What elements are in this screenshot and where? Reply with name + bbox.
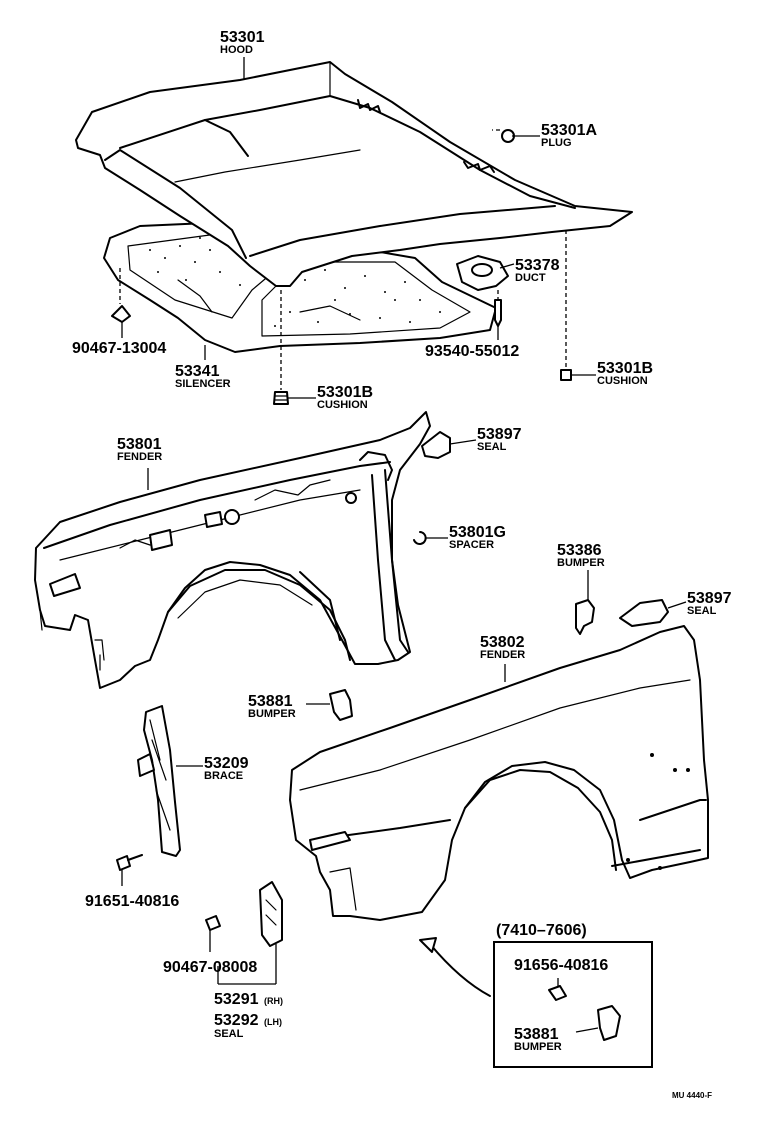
hood-emblem — [357, 99, 495, 173]
label-duct: 53378 DUCT — [515, 257, 560, 284]
plug-number: 53301A — [541, 122, 597, 139]
bumper-53881-name: BUMPER — [248, 708, 296, 720]
silencer-number: 53341 — [175, 363, 220, 380]
fender-rh-name: FENDER — [117, 451, 162, 463]
seal-right-name: SEAL — [687, 605, 717, 617]
inset-bumper-name: BUMPER — [514, 1041, 562, 1053]
cushion-center-name: CUSHION — [317, 399, 368, 411]
leader-lines — [121, 57, 687, 1033]
seal-upper-name: SEAL — [477, 441, 507, 453]
label-bumper-53881: 53881 BUMPER — [248, 693, 296, 720]
label-brace: 53209 BRACE — [204, 755, 249, 782]
cushion-center-drawing — [273, 290, 289, 405]
duct-name: DUCT — [515, 272, 546, 284]
label-cushion-center: 53301B CUSHION — [317, 384, 373, 411]
label-seal-right: 53897 SEAL — [687, 590, 732, 617]
hood-drawing — [75, 61, 633, 287]
cushion-center-number: 53301B — [317, 384, 373, 401]
brace-name: BRACE — [204, 770, 243, 782]
bolt-91651-drawing — [116, 854, 143, 871]
bumper-53881-drawing — [329, 689, 353, 721]
seal-53292-side: (LH) — [264, 1017, 282, 1027]
silencer-drawing — [103, 221, 497, 353]
seal-53291-side: (RH) — [264, 996, 283, 1006]
label-clip-90467-08008: 90467-08008 — [163, 959, 257, 976]
seal-upper-drawing — [421, 431, 451, 459]
bolt-91651-number: 91651-40816 — [85, 893, 179, 910]
clip-90467-13004-drawing — [111, 268, 131, 323]
seal-53291-number: 53291 — [214, 991, 259, 1008]
arrow-to-inset — [419, 937, 491, 997]
label-silencer: 53341 SILENCER — [175, 363, 231, 390]
label-seal-53291: 53291 (RH) — [214, 991, 283, 1008]
plug-name: PLUG — [541, 137, 572, 149]
inset-bolt-number: 91656-40816 — [514, 957, 608, 974]
brace-drawing — [137, 705, 181, 857]
label-cushion-right: 53301B CUSHION — [597, 360, 653, 387]
footer-code: MU 4440-F — [672, 1091, 712, 1100]
inset-bumper-number: 53881 — [514, 1026, 559, 1043]
seal-53292-name: SEAL — [214, 1028, 244, 1040]
label-fender-rh: 53801 FENDER — [117, 436, 162, 463]
hood-name: HOOD — [220, 44, 253, 56]
screw-93540-number: 93540-55012 — [425, 343, 519, 360]
label-fender-lh: 53802 FENDER — [480, 634, 525, 661]
label-bolt-91651: 91651-40816 — [85, 893, 179, 910]
label-hood: 53301 HOOD — [220, 29, 265, 56]
clip-13004-number: 90467-13004 — [72, 340, 166, 357]
seal-right-drawing — [619, 599, 669, 627]
bumper-upper-drawing — [575, 599, 595, 635]
seal-right-number: 53897 — [687, 590, 732, 607]
fender-lh-drawing — [289, 625, 709, 921]
brace-number: 53209 — [204, 755, 249, 772]
hood-number: 53301 — [220, 29, 265, 46]
fender-rh-drawing — [34, 411, 431, 689]
label-seal-53292: 53292 (LH) SEAL — [214, 1012, 282, 1040]
bumper-53881-number: 53881 — [248, 693, 293, 710]
bumper-upper-name: BUMPER — [557, 557, 605, 569]
duct-drawing — [456, 255, 509, 291]
cushion-right-drawing — [560, 230, 572, 381]
plug-drawing — [492, 129, 515, 143]
label-plug: 53301A PLUG — [541, 122, 597, 149]
label-seal-upper: 53897 SEAL — [477, 426, 522, 453]
clip-08008-number: 90467-08008 — [163, 959, 257, 976]
spacer-drawing — [413, 531, 427, 545]
clip-90467-08008-drawing — [205, 915, 221, 931]
cushion-right-number: 53301B — [597, 360, 653, 377]
label-screw-93540: 93540-55012 — [425, 343, 519, 360]
inset-box — [493, 941, 653, 1068]
label-spacer: 53801G SPACER — [449, 524, 506, 551]
fender-rh-number: 53801 — [117, 436, 162, 453]
seal-53292-number: 53292 — [214, 1012, 259, 1029]
seal-upper-number: 53897 — [477, 426, 522, 443]
label-clip-90467-13004: 90467-13004 — [72, 340, 166, 357]
duct-number: 53378 — [515, 257, 560, 274]
label-bumper-upper: 53386 BUMPER — [557, 542, 605, 569]
label-inset: (7410–7606) 91656-40816 53881 BUMPER — [496, 922, 608, 1053]
inset-title: (7410–7606) — [496, 922, 587, 939]
spacer-number: 53801G — [449, 524, 506, 541]
bumper-upper-number: 53386 — [557, 542, 602, 559]
silencer-texture — [149, 237, 441, 327]
spacer-name: SPACER — [449, 539, 494, 551]
screw-93540-drawing — [494, 290, 502, 327]
fender-lh-name: FENDER — [480, 649, 525, 661]
seal-53291-drawing — [259, 881, 283, 947]
silencer-name: SILENCER — [175, 378, 231, 390]
cushion-right-name: CUSHION — [597, 375, 648, 387]
fender-lh-number: 53802 — [480, 634, 525, 651]
